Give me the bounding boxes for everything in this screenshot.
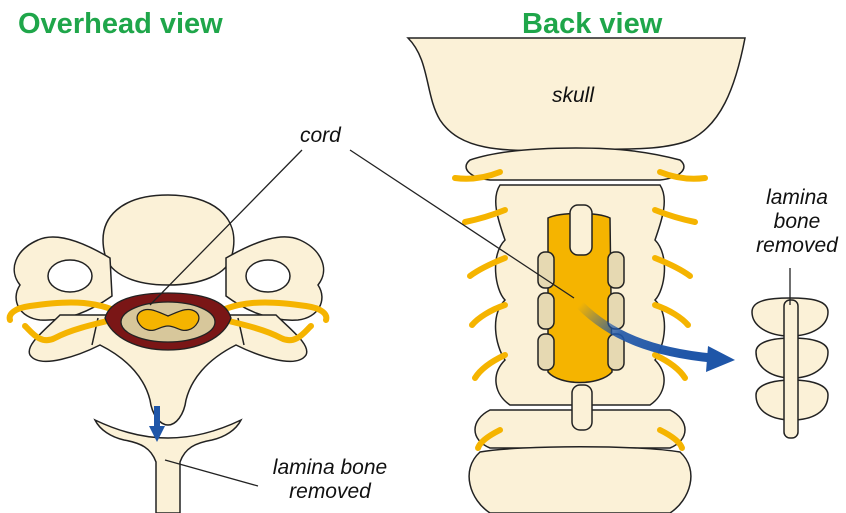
spinous-process-1: [570, 205, 592, 255]
lamina-side-label: lamina bone removed: [752, 186, 842, 258]
lamina-side-line-1: lamina: [752, 186, 842, 210]
overhead-view-title: Overhead view: [18, 8, 223, 41]
lamina-bottom-label: lamina bone removed: [250, 456, 410, 504]
back-view: [408, 38, 745, 513]
overhead-lamina-piece: [95, 420, 241, 513]
left-foramen: [48, 260, 92, 292]
facets-left: [538, 252, 554, 370]
removed-lamina-piece: [752, 298, 828, 438]
lamina-bottom-line-2: removed: [250, 480, 410, 504]
lamina-bottom-line-1: lamina bone: [250, 456, 410, 480]
facets-right: [608, 252, 624, 370]
lamina-side-line-2: bone: [752, 210, 842, 234]
lower-vertebra-2: [469, 447, 691, 513]
lamina-side-line-3: removed: [752, 234, 842, 258]
cord-label: cord: [300, 124, 341, 148]
skull-label: skull: [552, 84, 594, 108]
right-foramen: [246, 260, 290, 292]
spinous-process-2: [572, 385, 592, 430]
back-view-title: Back view: [522, 8, 662, 41]
